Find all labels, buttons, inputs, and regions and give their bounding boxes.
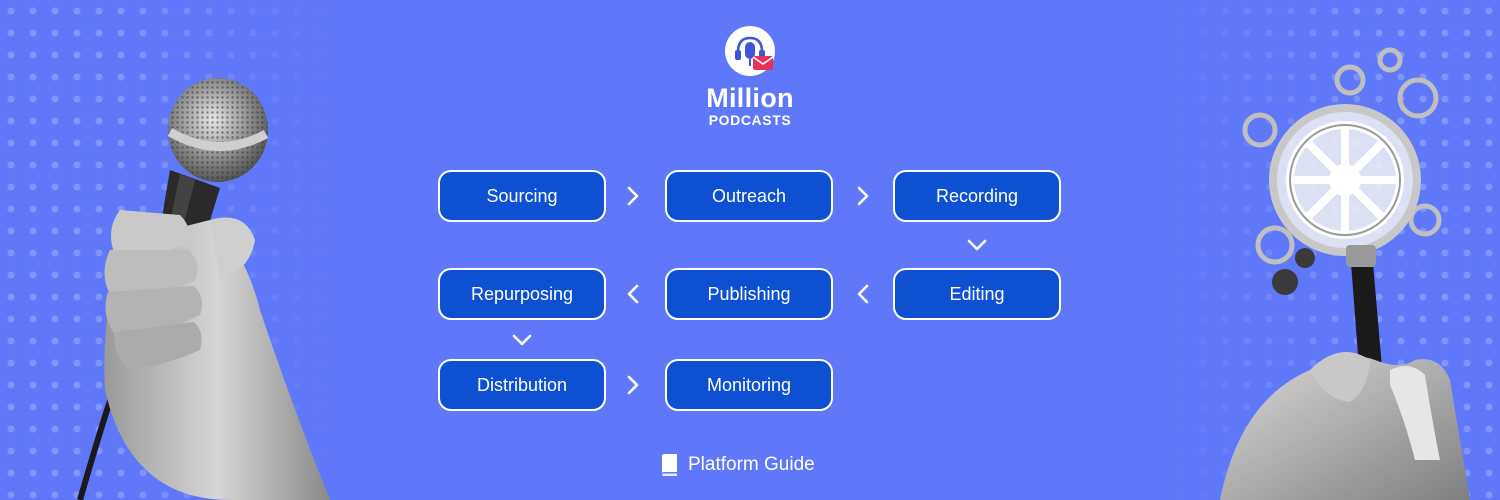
chevron-down-icon <box>512 334 532 346</box>
brand-logo: Million PODCASTS <box>650 26 850 128</box>
step-outreach[interactable]: Outreach <box>665 170 833 222</box>
brand-subtitle: PODCASTS <box>708 112 792 128</box>
hand-holding-microphone-image <box>77 78 330 500</box>
step-sourcing[interactable]: Sourcing <box>438 170 606 222</box>
step-distribution[interactable]: Distribution <box>438 359 606 411</box>
platform-guide-label: Platform Guide <box>688 454 815 475</box>
brand-name: Million <box>706 83 794 113</box>
step-repurposing[interactable]: Repurposing <box>438 268 606 320</box>
chevron-right-icon <box>627 186 639 206</box>
step-editing[interactable]: Editing <box>893 268 1061 320</box>
book-icon <box>662 454 677 476</box>
step-publishing[interactable]: Publishing <box>665 268 833 320</box>
microphone-headset-mail-icon <box>725 26 775 76</box>
chevron-left-icon <box>627 284 639 304</box>
chevron-left-icon <box>857 284 869 304</box>
hand-holding-magnifier-image <box>1220 47 1470 500</box>
platform-guide-link[interactable]: Platform Guide <box>660 452 815 478</box>
step-monitoring[interactable]: Monitoring <box>665 359 833 411</box>
chevron-down-icon <box>967 239 987 251</box>
chevron-right-icon <box>857 186 869 206</box>
chevron-right-icon <box>627 375 639 395</box>
step-recording[interactable]: Recording <box>893 170 1061 222</box>
